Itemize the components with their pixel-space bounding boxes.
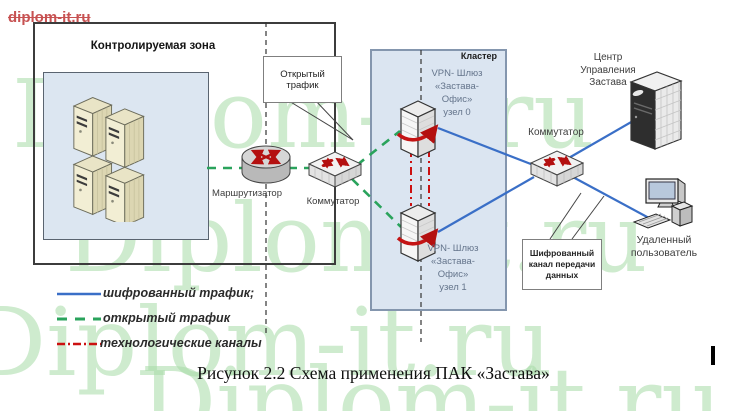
vpn-gateway-icon-node1 — [396, 204, 439, 262]
enc-callout-pointer-2 — [571, 195, 605, 240]
figure-caption: Рисунок 2.2 Схема применения ПАК «Застав… — [197, 363, 550, 383]
legend-encrypted-line-icon — [57, 292, 101, 296]
legend-open-line-icon — [57, 317, 101, 321]
vpn-node0-line1: VPN- Шлюз — [431, 68, 483, 79]
mgmt-center-label: Центр Управления Застава — [558, 52, 658, 90]
remote-user-line1: Удаленный — [636, 234, 692, 246]
remote-user-label: Удаленный пользователь — [604, 234, 724, 260]
text-cursor — [711, 346, 715, 365]
vpn-node1-line4: узел 1 — [439, 282, 467, 293]
controlled-zone-box — [33, 22, 336, 265]
enc-callout-pointer-1 — [549, 192, 582, 240]
watermark-small: diplom-it.ru — [8, 9, 91, 26]
encrypted-callout-line1: Шифрованный — [529, 248, 595, 258]
switch-icon-right — [529, 150, 585, 187]
vpn-node0-label: VPN- Шлюз «Застава- Офис» узел 0 — [407, 67, 507, 119]
legend-encrypted-label: шифрованный трафик; — [103, 286, 255, 300]
vpn-node0-line2: «Застава- — [435, 81, 479, 92]
cluster-label: Кластер — [460, 51, 497, 61]
workstation-icon — [632, 178, 694, 229]
server-tower-icon — [629, 71, 683, 150]
server-stack-icon — [73, 97, 145, 222]
mgmt-center-line2: Управления — [580, 64, 636, 76]
legend-tech-label: технологические каналы — [100, 336, 262, 350]
encrypted-callout-line3: данных — [545, 270, 579, 280]
open-traffic-callout: Открытый трафик — [263, 56, 342, 103]
encrypted-channel-callout: Шифрованный канал передачи данных — [522, 239, 602, 290]
mgmt-center-line1: Центр — [593, 52, 623, 63]
router-label: Маршрутизатор — [211, 188, 283, 199]
legend-tech-line-icon — [57, 342, 101, 346]
vpn-node1-label: VPN- Шлюз «Застава- Офис» узел 1 — [403, 242, 503, 294]
vpn-node0-line4: узел 0 — [443, 107, 471, 118]
vpn-node1-line1: VPN- Шлюз — [427, 243, 479, 254]
switch-left-label: Коммутатор — [306, 196, 360, 207]
remote-user-line2: пользователь — [630, 247, 698, 259]
controlled-zone-label: Контролируемая зона — [90, 40, 216, 52]
vpn-node0-line3: Офис» — [441, 94, 473, 105]
vpn-gateway-icon-node0 — [396, 100, 439, 158]
vpn-node1-line3: Офис» — [437, 269, 469, 280]
vpn-node1-line2: «Застава- — [431, 256, 475, 267]
switch-icon-left — [307, 151, 363, 188]
switch-right-label: Коммутатор — [528, 127, 584, 138]
mgmt-center-line3: Застава — [589, 77, 627, 88]
router-icon — [241, 145, 291, 184]
legend-open-label: открытый трафик — [103, 311, 231, 325]
open-traffic-callout-label: Открытый трафик — [280, 68, 325, 91]
encrypted-callout-line2: канал передачи — [528, 259, 596, 269]
